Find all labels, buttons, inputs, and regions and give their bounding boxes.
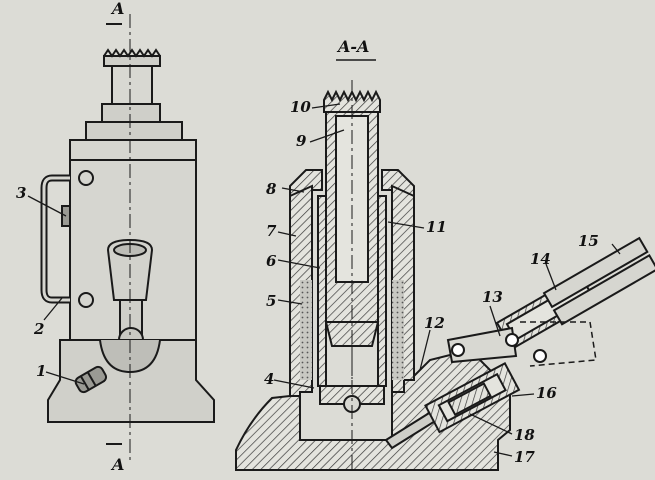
label-2: 2 — [33, 320, 44, 338]
base-plate — [47, 339, 215, 423]
label-15: 15 — [578, 232, 599, 250]
label-6: 6 — [266, 252, 277, 270]
callout-labels: A A A-A 1 2 3 4 5 6 7 8 9 10 11 12 13 14… — [16, 0, 599, 474]
section-mark-top: A — [110, 0, 124, 18]
handle-pin-top — [78, 170, 94, 186]
ram-screw — [111, 65, 153, 107]
label-5: 5 — [266, 292, 276, 310]
leader-lines — [27, 103, 621, 457]
inner-cylinder-left — [317, 195, 327, 387]
label-4: 4 — [264, 370, 274, 388]
alternate-position — [520, 321, 597, 367]
label-11: 11 — [426, 218, 447, 236]
pivot-pin-right — [505, 333, 519, 347]
nut — [101, 103, 161, 123]
link-bar — [446, 326, 518, 364]
pump-unit — [424, 361, 521, 434]
label-18: 18 — [514, 426, 535, 444]
external-view — [40, 14, 215, 460]
saddle-cap — [323, 89, 381, 113]
label-12: 12 — [424, 314, 445, 332]
oil-right — [392, 280, 404, 380]
top-collar — [85, 121, 183, 141]
label-7: 7 — [266, 222, 277, 240]
handle-pin-bottom — [78, 292, 94, 308]
label-17: 17 — [514, 448, 535, 466]
label-3: 3 — [16, 184, 26, 202]
label-1: 1 — [36, 362, 46, 380]
saddle-teeth — [103, 48, 161, 58]
section-mark-bottom: A — [110, 455, 124, 474]
label-9: 9 — [296, 132, 307, 150]
label-16: 16 — [536, 384, 557, 402]
pump-lever — [542, 236, 655, 326]
carry-handle — [40, 174, 70, 304]
label-14: 14 — [530, 250, 551, 268]
section-view — [235, 80, 655, 471]
label-8: 8 — [266, 180, 277, 198]
pivot-pin-lever — [533, 349, 547, 363]
pump-plunger-section — [447, 382, 492, 417]
label-10: 10 — [290, 98, 311, 116]
pivot-pin-left — [451, 343, 465, 357]
oil-left — [300, 280, 312, 380]
saddle-top — [103, 55, 161, 67]
inner-cylinder-right — [377, 195, 387, 387]
label-13: 13 — [482, 288, 503, 306]
section-title: A-A — [336, 37, 369, 56]
top-head-right — [381, 169, 415, 198]
top-head-left — [289, 169, 323, 198]
release-valve — [74, 365, 108, 394]
